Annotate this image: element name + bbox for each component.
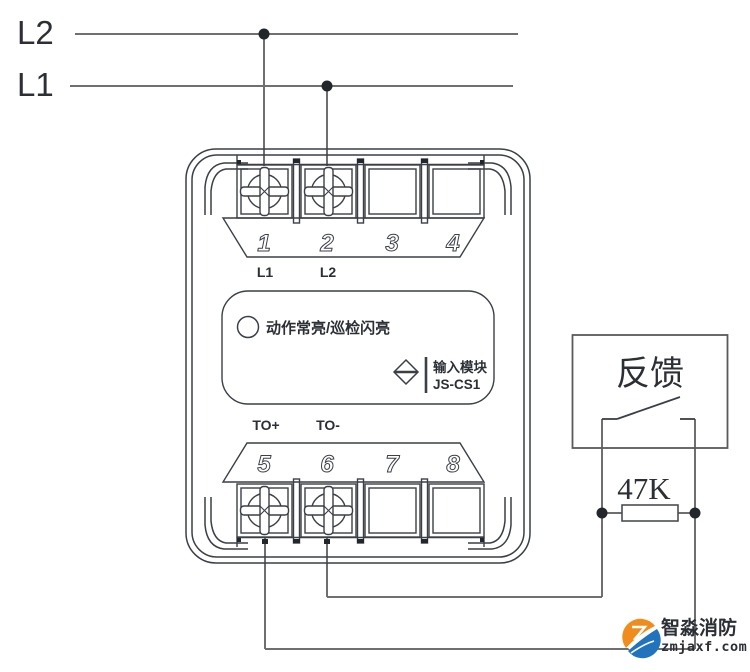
led-label: 动作常亮/巡检闪亮 [266,319,390,337]
loop-bus-wires [70,33,518,166]
screw-icon [239,485,290,536]
terminal-sublabel-to-minus: TO- [316,417,340,433]
led-indicator [236,315,260,339]
junction-dot [596,507,608,519]
terminal-number-2: 2 [319,230,334,257]
terminal-sublabel-l1: L1 [257,264,274,280]
bus-label-l1: L1 [17,66,54,103]
top-strip-ticks [237,159,484,164]
feedback-box [571,334,729,449]
input-module-body [185,148,531,564]
brand-name: 智淼消防 [661,616,737,639]
model-name: 输入模块 [433,359,487,375]
junction-dot [321,80,333,92]
model-code: JS-CS1 [433,377,481,392]
terminal-number-8: 8 [446,451,460,478]
terminal-number-3: 3 [385,230,399,257]
address-diamond-icon [392,358,420,386]
resistor-body [621,504,679,522]
bottom-strip-ticks [237,538,484,544]
terminal-number-4: 4 [445,230,459,257]
brand-logo-icon [622,618,661,659]
resistor-value: 47K [617,471,671,506]
screw-icon [239,166,290,217]
resistor: 47K [596,471,701,522]
terminal-number-5: 5 [257,451,271,478]
switch-contact-icon [602,396,695,420]
brand-site: zmjaxf.com [661,639,747,655]
terminal-number-1: 1 [257,230,270,257]
screw-icon [303,485,354,536]
terminal-number-6: 6 [320,451,334,478]
junction-dot [258,28,270,40]
terminal-number-7: 7 [385,451,400,478]
module-center-panel [221,290,495,405]
terminal-sublabel-l2: L2 [320,264,337,280]
feedback-label: 反馈 [616,355,684,393]
screw-icon [303,166,354,217]
terminal-sublabel-to-plus: TO+ [252,417,279,433]
bus-label-l2: L2 [17,14,54,51]
junction-dot [689,507,701,519]
